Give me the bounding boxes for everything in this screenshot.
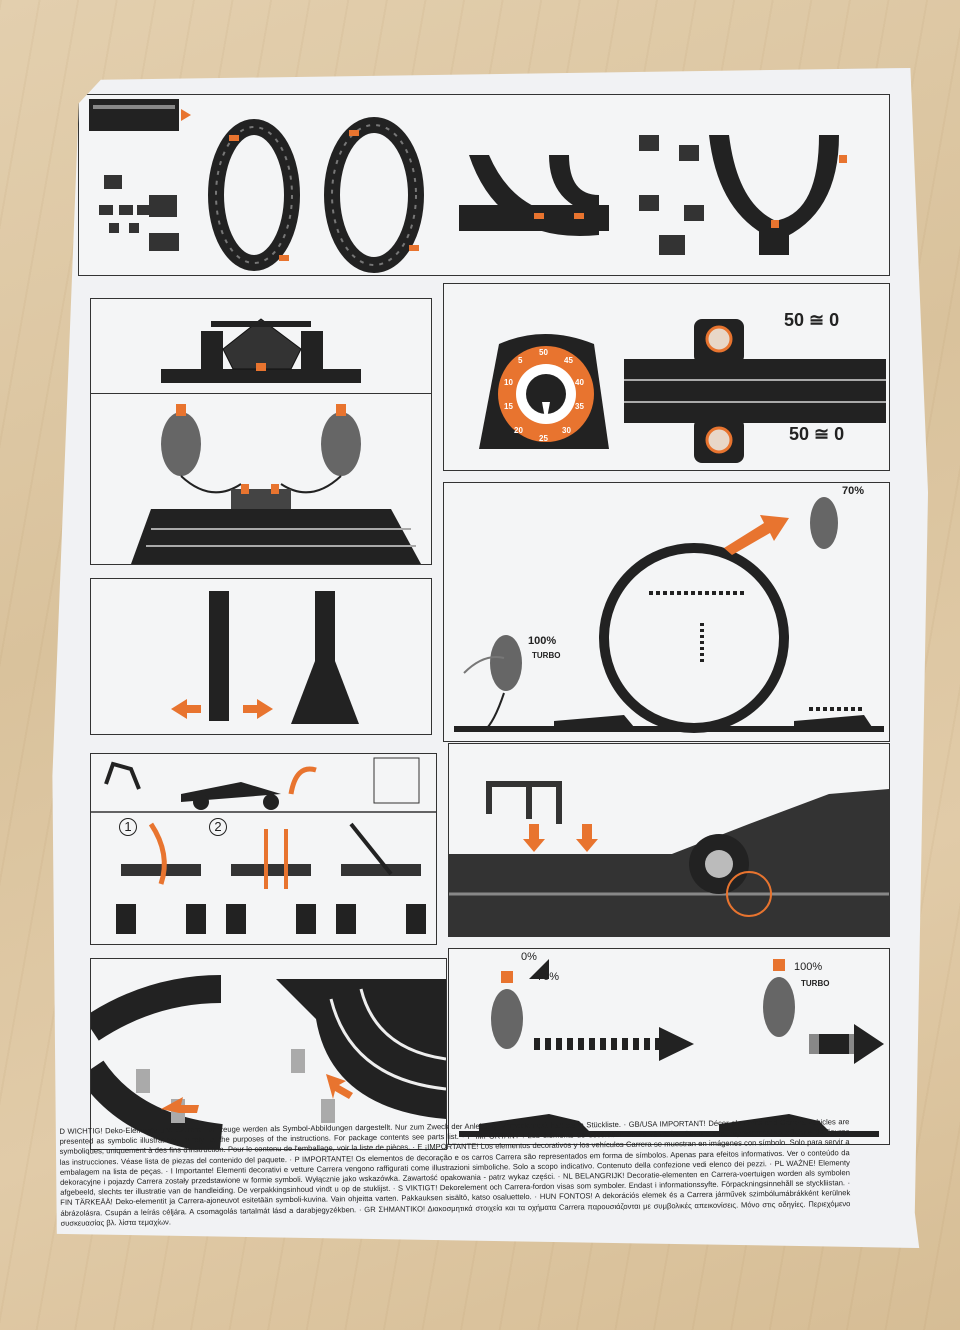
panel-guide-on-track — [448, 743, 890, 937]
guide-exchange-illustration — [91, 757, 436, 934]
track-assembly-illustration — [89, 99, 847, 273]
dial-tick-label: 35 — [575, 402, 584, 411]
panel-controllers — [90, 393, 432, 565]
loop-illustration — [454, 497, 884, 733]
scale-label-top: 50 ≅ 0 — [784, 310, 840, 330]
panel-speed-scale: 50 ≅ 0 50 ≅ 0 50 45 40 35 30 25 20 15 10… — [443, 283, 890, 471]
panel-guide-exchange: 1 2 — [90, 753, 437, 945]
dial-tick-label: 15 — [504, 402, 513, 411]
speed-hundred-label: 100% — [794, 961, 823, 973]
multilingual-disclaimer: D WICHTIG! Deko-Elemente und Carrera Fah… — [59, 1117, 851, 1228]
instruction-sheet: 50 ≅ 0 50 ≅ 0 50 45 40 35 30 25 20 15 10… — [52, 68, 928, 1248]
dial-tick-label: 45 — [564, 356, 573, 365]
dial-tick-label: 25 — [539, 434, 548, 443]
throttle-70-label: 70% — [842, 485, 865, 497]
step-number-1: 1 — [119, 818, 137, 836]
speed-turbo-illustration — [459, 959, 884, 1137]
dial-tick-label: 10 — [504, 378, 513, 387]
scale-label-bottom: 50 ≅ 0 — [789, 424, 845, 444]
speed-seventy-label: 70% — [537, 971, 560, 983]
controllers-connection-illustration — [131, 404, 421, 564]
step-number-2: 2 — [209, 818, 227, 836]
panel-loop-track: 70% 100% TURBO — [443, 482, 890, 742]
turbo-percent-label: 100% — [528, 635, 557, 647]
dial-tick-label: 30 — [562, 426, 571, 435]
panel-brushes — [90, 578, 432, 735]
guide-on-track-illustration — [449, 781, 889, 936]
speed-turbo-label: TURBO — [801, 979, 830, 988]
dial-tick-label: 20 — [514, 426, 523, 435]
panel-car-on-track — [90, 298, 432, 400]
dial-tick-label: 50 — [539, 348, 548, 357]
scale-illustration — [479, 319, 886, 463]
turbo-label: TURBO — [532, 651, 561, 660]
panel-speed-turbo: 0% 70% 100% TURBO — [448, 948, 890, 1145]
track-curve-illustration — [91, 975, 446, 1149]
formula-car-front-illustration — [161, 318, 361, 383]
dial-tick-label: 40 — [575, 378, 584, 387]
panel-track-assembly — [78, 94, 890, 276]
brushes-illustration — [171, 591, 359, 724]
dial-tick-label: 5 — [518, 356, 523, 365]
speed-zero-label: 0% — [521, 951, 537, 963]
panel-track-curve — [90, 958, 447, 1150]
